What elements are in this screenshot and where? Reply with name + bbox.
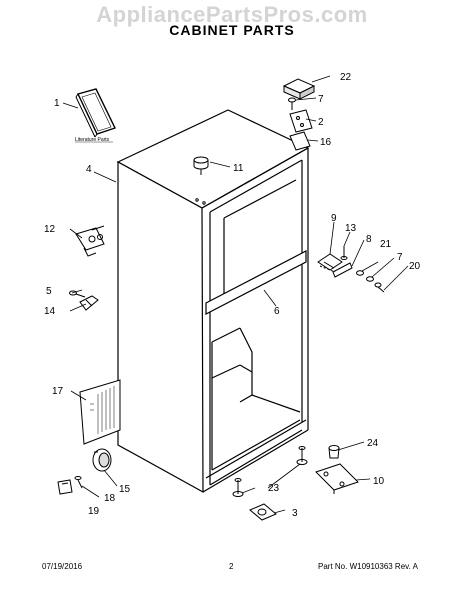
callout-10: 10 bbox=[373, 476, 385, 487]
water-valve-assembly bbox=[75, 225, 105, 257]
wheel-screw bbox=[74, 476, 83, 489]
hinge-shim bbox=[289, 131, 311, 151]
footer-part-number: Part No. W10910363 Rev. A bbox=[318, 562, 418, 571]
roller-cap bbox=[57, 479, 73, 495]
callout-18: 18 bbox=[104, 493, 116, 504]
center-hinge-assembly bbox=[317, 246, 385, 293]
page-title: CABINET PARTS bbox=[169, 22, 295, 38]
literature-parts-label: Literature Parts bbox=[75, 137, 110, 143]
footer-page-number: 2 bbox=[229, 562, 234, 571]
callout-17: 17 bbox=[52, 386, 64, 397]
footer-date: 07/19/2016 bbox=[42, 562, 83, 571]
callout-4: 4 bbox=[86, 164, 92, 175]
callout-23: 23 bbox=[268, 483, 280, 494]
bottom-hinge-bracket bbox=[315, 463, 359, 494]
callout-12: 12 bbox=[44, 224, 56, 235]
rear-access-panel bbox=[79, 379, 121, 445]
leveling-leg-right bbox=[296, 446, 308, 465]
callout-2: 2 bbox=[318, 117, 324, 128]
hole-plug-top bbox=[193, 156, 209, 205]
callout-6: 6 bbox=[274, 306, 280, 317]
leveling-leg-left bbox=[232, 478, 244, 497]
callout-9: 9 bbox=[331, 213, 337, 224]
callout-3: 3 bbox=[292, 508, 298, 519]
callout-1: 1 bbox=[54, 98, 60, 109]
callout-8: 8 bbox=[366, 234, 372, 245]
callout-7-center: 7 bbox=[397, 252, 403, 263]
callout-5: 5 bbox=[46, 286, 52, 297]
callout-24: 24 bbox=[367, 438, 379, 449]
callout-16: 16 bbox=[320, 137, 332, 148]
watermark: AppliancePartsPros.com bbox=[96, 2, 368, 27]
top-hinge-cover bbox=[282, 78, 316, 100]
callout-22: 22 bbox=[340, 72, 352, 83]
callout-21: 21 bbox=[380, 239, 392, 250]
hinge-screw-top bbox=[288, 97, 296, 110]
callout-7-top: 7 bbox=[318, 94, 324, 105]
front-roller bbox=[249, 503, 277, 521]
caster-wheel bbox=[92, 448, 112, 472]
bumper bbox=[328, 445, 340, 459]
callout-20: 20 bbox=[409, 261, 421, 272]
callout-14: 14 bbox=[44, 306, 56, 317]
mounting-bracket bbox=[69, 290, 99, 311]
top-hinge bbox=[289, 109, 313, 133]
callout-15: 15 bbox=[119, 484, 131, 495]
leader-lines bbox=[62, 75, 409, 514]
callout-19: 19 bbox=[88, 506, 100, 517]
literature-parts-booklet bbox=[75, 88, 116, 138]
callout-11: 11 bbox=[233, 163, 244, 174]
refrigerator-cabinet bbox=[116, 109, 310, 494]
callout-13: 13 bbox=[345, 223, 357, 234]
